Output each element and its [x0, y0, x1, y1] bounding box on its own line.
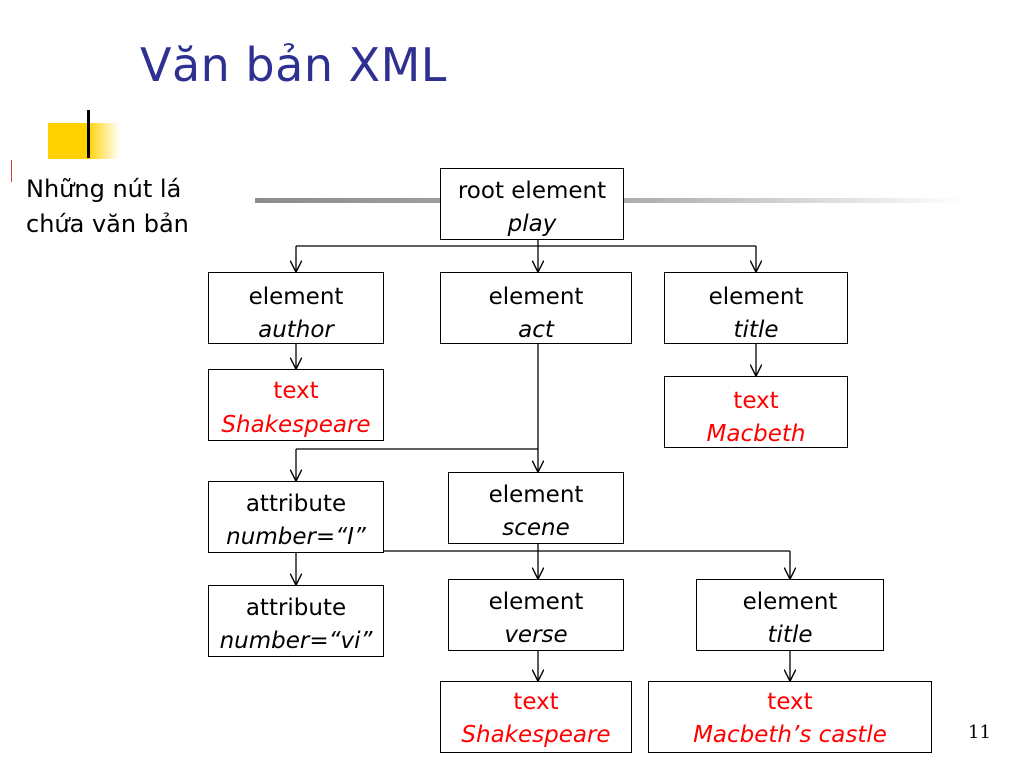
node-element-scene: element scene — [448, 472, 624, 544]
node-kind: text — [513, 689, 559, 715]
node-root-play: root element play — [440, 168, 624, 240]
node-name: Macbeth — [706, 421, 806, 447]
node-name: number=“vi” — [219, 628, 373, 654]
node-kind: attribute — [245, 595, 347, 621]
node-kind: root element — [457, 178, 607, 204]
side-note-line-1: Những nút lá — [26, 175, 182, 203]
node-attribute-scene-number: attribute number=“vi” — [208, 585, 384, 657]
node-kind: element — [488, 482, 584, 508]
bullet-marker — [11, 160, 12, 182]
node-name: author — [258, 317, 334, 343]
node-name: number=“I” — [226, 524, 366, 550]
node-name: verse — [504, 622, 568, 648]
node-kind: element — [708, 284, 804, 310]
node-name: title — [733, 317, 779, 343]
node-kind: text — [767, 689, 813, 715]
node-element-author: element author — [208, 272, 384, 344]
node-kind: element — [248, 284, 344, 310]
node-name: Macbeth’s castle — [693, 722, 887, 748]
node-text-macbeth: text Macbeth — [664, 376, 848, 448]
node-element-title: element title — [664, 272, 848, 344]
side-note-line-2: chứa văn bản — [26, 210, 189, 238]
node-kind: attribute — [245, 491, 347, 517]
slide-title: Văn bản XML — [140, 38, 447, 92]
node-attribute-act-number: attribute number=“I” — [208, 481, 384, 553]
node-kind: element — [488, 589, 584, 615]
node-text-macbeths-castle: text Macbeth’s castle — [648, 681, 932, 753]
node-name: Shakespeare — [461, 722, 611, 748]
title-accent-block — [48, 123, 120, 159]
node-text-shakespeare-verse: text Shakespeare — [440, 681, 632, 753]
node-name: scene — [502, 515, 570, 541]
node-kind: text — [733, 388, 779, 414]
side-note: Những nút lá chứa văn bản — [26, 172, 189, 242]
node-element-title-2: element title — [696, 579, 884, 651]
node-name: act — [518, 317, 554, 343]
node-element-verse: element verse — [448, 579, 624, 651]
node-element-act: element act — [440, 272, 632, 344]
node-kind: element — [488, 284, 584, 310]
node-kind: element — [742, 589, 838, 615]
node-text-shakespeare: text Shakespeare — [208, 369, 384, 441]
node-name: title — [767, 622, 813, 648]
page-number: 11 — [968, 722, 991, 743]
node-name: play — [507, 211, 557, 237]
node-kind: text — [273, 378, 319, 404]
title-accent-bar — [87, 110, 90, 158]
node-name: Shakespeare — [221, 412, 371, 438]
